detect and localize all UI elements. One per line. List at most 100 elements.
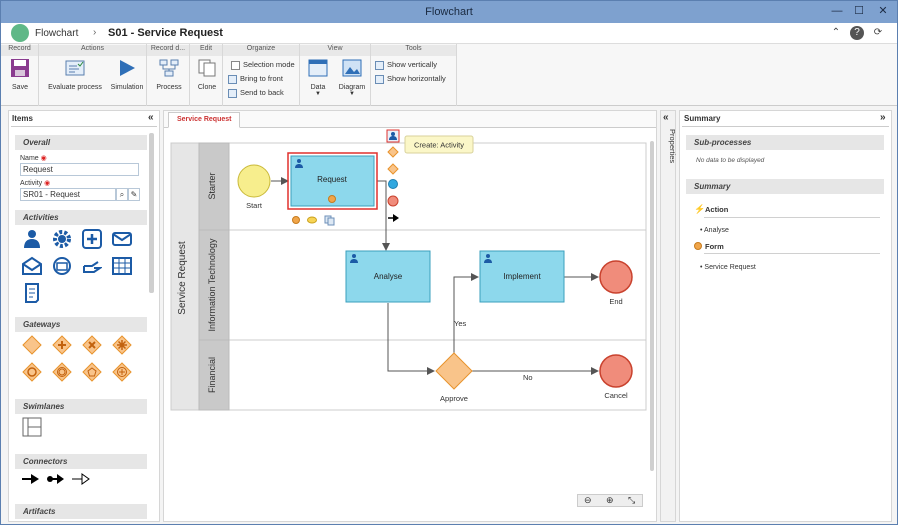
expand-properties-icon[interactable]: « (663, 112, 669, 123)
activity-label-text: Activity (20, 180, 43, 187)
show-vertically-button[interactable]: Show vertically (375, 60, 437, 70)
message-task-icon[interactable] (52, 256, 72, 276)
swimlanes-section-header[interactable]: Swimlanes (15, 399, 147, 414)
parallel-event-gateway-icon[interactable] (112, 362, 132, 382)
simulation-button[interactable]: Simulation (109, 58, 145, 91)
evaluate-process-button[interactable]: Evaluate process (43, 58, 107, 91)
show-horizontally-button[interactable]: Show horizontally (375, 74, 446, 84)
collapse-left-icon[interactable]: « (148, 112, 154, 123)
task-analyse[interactable] (345, 250, 431, 303)
activities-section-header[interactable]: Activities (15, 210, 147, 225)
pool-header (170, 142, 200, 411)
start-event[interactable] (237, 164, 271, 198)
exclusive-gateway-icon[interactable] (22, 335, 42, 355)
create-gateway-plus-icon[interactable] (387, 163, 399, 175)
process-button[interactable]: Process (151, 58, 187, 91)
zoom-in-icon[interactable]: ⊕ (606, 495, 614, 505)
scrollbar-thumb[interactable] (149, 133, 154, 293)
script-task-icon[interactable] (22, 283, 42, 303)
app-logo-icon (11, 24, 29, 42)
inclusive-gateway-icon[interactable] (22, 362, 42, 382)
flow-request-analyse[interactable] (377, 180, 390, 251)
canvas-scrollbar[interactable] (650, 141, 654, 471)
collapse-right-icon[interactable]: » (880, 112, 886, 123)
show-vertically-label: Show vertically (387, 60, 438, 69)
save-button[interactable]: Save (5, 58, 35, 91)
business-rule-table-icon[interactable] (112, 256, 132, 276)
create-gateway-icon[interactable] (387, 146, 399, 158)
maximize-icon[interactable]: ☐ (854, 5, 864, 17)
ribbon-group-title: Actions (39, 45, 146, 56)
view-icon[interactable] (307, 216, 317, 224)
app-name: Flowchart (35, 28, 79, 39)
checkbox-icon (231, 60, 240, 70)
complex-gateway-icon[interactable] (112, 335, 132, 355)
properties-panel-collapsed[interactable]: « Properties (660, 110, 677, 522)
bring-front-label: Bring to front (240, 74, 283, 83)
summary-panel-title: Summary (684, 114, 721, 123)
message-flow-icon[interactable] (47, 473, 65, 485)
ribbon-group-actions: Actions Evaluate process Simulation (39, 44, 147, 106)
gateway-approve[interactable] (435, 352, 473, 390)
tab-service-request[interactable]: Service Request (168, 112, 241, 128)
end-label: End (609, 297, 622, 306)
data-view-button[interactable]: Data ▼ (303, 58, 333, 97)
connectors-section-header[interactable]: Connectors (15, 454, 147, 469)
selection-mode-checkbox[interactable]: Selection mode (231, 60, 295, 70)
send-to-back-button[interactable]: Send to back (228, 88, 284, 98)
form-attach-icon[interactable] (292, 216, 300, 224)
user-icon (295, 159, 303, 168)
subprocesses-section-header[interactable]: Sub-processes (686, 135, 884, 150)
minimize-icon[interactable]: — (831, 5, 843, 17)
edit-icon[interactable]: ✎ (128, 188, 140, 201)
tooltip-text: Create: Activity (414, 141, 464, 150)
sequence-flow-icon[interactable] (22, 473, 40, 485)
overall-section-header[interactable]: Overall (15, 135, 147, 150)
close-icon[interactable]: ✕ (878, 5, 888, 17)
end-event[interactable] (599, 260, 633, 294)
receive-task-envelope-icon[interactable] (22, 256, 42, 276)
action-item-text: Analyse (704, 227, 729, 234)
cancel-label: Cancel (604, 391, 628, 400)
fit-to-screen-icon[interactable]: ⤡ (628, 495, 636, 505)
flow-analyse-approve[interactable] (387, 303, 435, 375)
ribbon-group-tools: Tools Show vertically Show horizontally (371, 44, 457, 106)
event-pentagon-gateway-icon[interactable] (82, 362, 102, 382)
activity-field[interactable]: SR01 - Request (20, 188, 116, 201)
create-end-event-icon[interactable] (387, 195, 399, 207)
parallel-gateway-icon[interactable] (52, 335, 72, 355)
service-task-gear-icon[interactable] (52, 229, 72, 249)
diagram-canvas[interactable]: Service Request Service Request Starter … (163, 110, 657, 522)
data-icon (308, 59, 328, 77)
send-task-envelope-icon[interactable] (112, 229, 132, 249)
refresh-icon[interactable]: ⟳ (873, 27, 883, 38)
swimlane-icon[interactable] (22, 417, 42, 437)
clone-button[interactable]: Clone (192, 58, 222, 91)
artifacts-section-header[interactable]: Artifacts (15, 504, 147, 519)
lane-label-starter: Starter (207, 172, 217, 199)
create-intermediate-event-icon[interactable] (388, 179, 398, 189)
task-implement[interactable] (479, 250, 565, 303)
name-field[interactable]: Request (20, 163, 139, 176)
flow-diagram: Service Request Starter Information Tech… (170, 129, 647, 411)
zoom-out-icon[interactable]: ⊖ (584, 495, 592, 505)
help-icon[interactable]: ? (850, 26, 864, 40)
gateways-section-header[interactable]: Gateways (15, 317, 147, 332)
association-icon[interactable] (72, 473, 90, 485)
ribbon-group-organize: Organize Selection mode Bring to front S… (223, 44, 300, 106)
cancel-end-event[interactable] (599, 354, 633, 388)
search-icon[interactable]: ⌕ (116, 188, 128, 201)
exclusive-x-gateway-icon[interactable] (82, 335, 102, 355)
clone-label: Clone (197, 84, 217, 91)
bring-to-front-button[interactable]: Bring to front (228, 74, 283, 84)
start-label: Start (246, 201, 263, 210)
manual-task-hand-icon[interactable] (82, 256, 102, 276)
simulation-label: Simulation (110, 84, 144, 91)
collapse-icon[interactable]: ⌃ (831, 27, 841, 38)
flow-approve-implement[interactable] (453, 273, 479, 353)
summary-section-header[interactable]: Summary (686, 179, 884, 194)
event-gateway-icon[interactable] (52, 362, 72, 382)
user-task-icon[interactable] (22, 229, 42, 249)
diagram-view-button[interactable]: Diagram ▼ (336, 58, 368, 97)
subprocess-plus-icon[interactable] (82, 229, 102, 249)
